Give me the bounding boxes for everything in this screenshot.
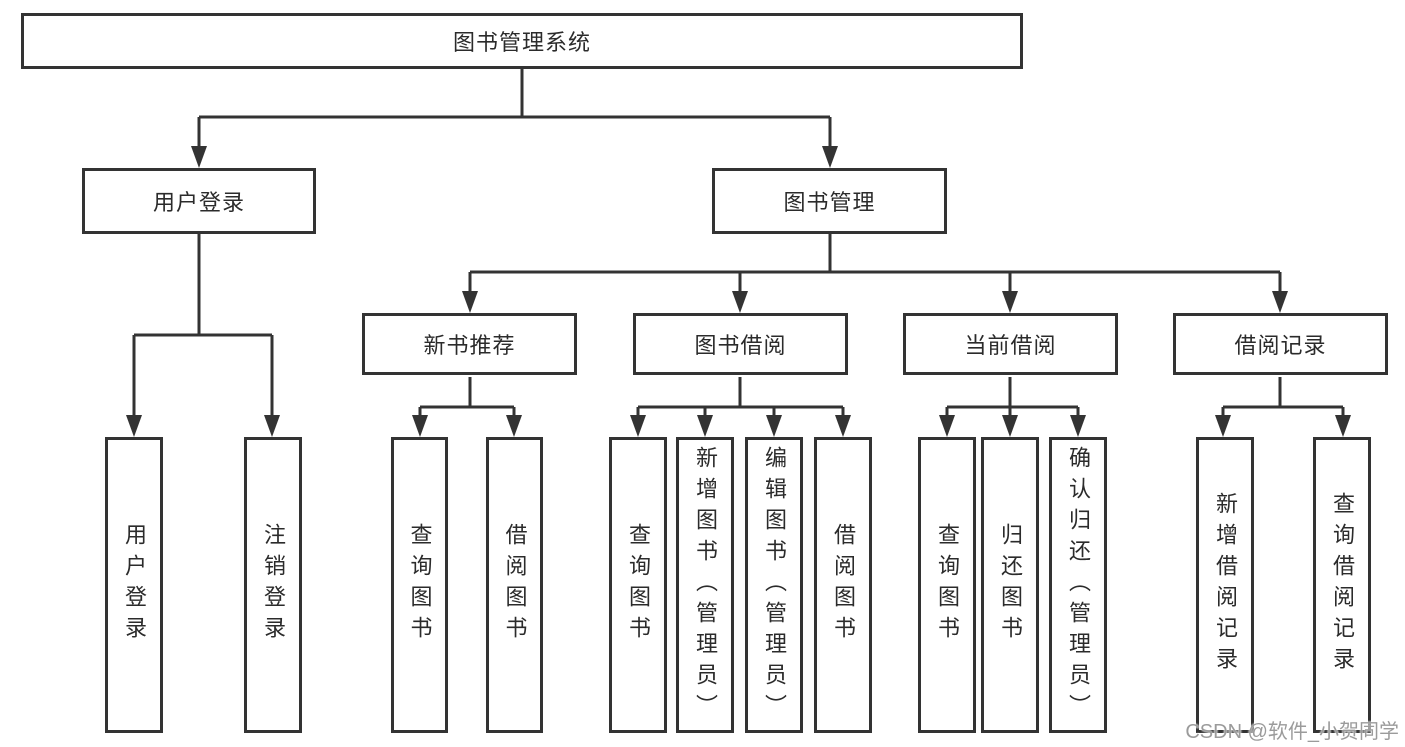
leaf-logout-label: 注销登录 [261,523,286,647]
arrowhead-icon [126,415,142,437]
leaf-edit-books-admin: 编辑图书（管理员） [745,437,803,733]
arrowhead-icon [191,146,207,168]
arrowhead-icon [630,415,646,437]
leaf-query-books-borrow: 查询图书 [609,437,667,733]
arrowhead-icon [1272,291,1288,313]
arrowhead-icon [462,291,478,313]
arrowhead-icon [1335,415,1351,437]
node-book-management: 图书管理 [712,168,947,234]
connector-path [132,69,1345,419]
node-user-login: 用户登录 [82,168,316,234]
node-user-login-label: 用户登录 [152,190,245,215]
leaf-confirm-return-admin: 确认归还（管理员） [1049,437,1107,733]
arrowhead-icon [822,146,838,168]
leaf-query-books-recommend-label: 查询图书 [407,523,433,647]
arrowhead-icon [264,415,280,437]
arrowhead-icon [939,415,955,437]
leaf-add-books-admin: 新增图书（管理员） [676,437,734,733]
leaf-borrow-books-label: 借阅图书 [831,523,856,647]
node-borrow-records: 借阅记录 [1173,313,1388,375]
leaf-query-books-recommend: 查询图书 [391,437,448,733]
csdn-watermark: CSDN @软件_小贺同学 [1185,721,1399,743]
leaf-query-books-current-label: 查询图书 [935,523,960,647]
arrowhead-icon [1002,415,1018,437]
leaf-add-borrow-record-label: 新增借阅记录 [1213,492,1238,678]
leaf-user-login: 用户登录 [105,437,163,733]
leaf-add-books-admin-label: 新增图书（管理员） [693,445,718,725]
leaf-edit-books-admin-label: 编辑图书（管理员） [762,445,787,725]
leaf-return-books: 归还图书 [981,437,1039,733]
leaf-add-borrow-record: 新增借阅记录 [1196,437,1254,733]
leaf-borrow-books: 借阅图书 [814,437,872,733]
node-current-borrow: 当前借阅 [903,313,1118,375]
leaf-user-login-label: 用户登录 [122,523,147,647]
arrowhead-icon [766,415,782,437]
node-root-label: 图书管理系统 [452,30,591,55]
node-current-borrow-label: 当前借阅 [964,333,1057,358]
arrowheads [126,146,1351,437]
node-new-book-recommend: 新书推荐 [362,313,577,375]
leaf-query-borrow-record: 查询借阅记录 [1313,437,1371,733]
arrowhead-icon [732,291,748,313]
leaf-query-borrow-record-label: 查询借阅记录 [1330,492,1355,678]
leaf-logout: 注销登录 [244,437,302,733]
arrowhead-icon [506,415,522,437]
node-root: 图书管理系统 [21,13,1023,69]
node-book-borrow-label: 图书借阅 [694,333,787,358]
node-book-borrow: 图书借阅 [633,313,848,375]
arrowhead-icon [1070,415,1086,437]
leaf-borrow-books-recommend-label: 借阅图书 [502,523,528,647]
node-new-book-recommend-label: 新书推荐 [423,333,516,358]
arrowhead-icon [835,415,851,437]
node-book-management-label: 图书管理 [783,190,876,215]
leaf-return-books-label: 归还图书 [998,523,1023,647]
node-borrow-records-label: 借阅记录 [1234,333,1327,358]
arrowhead-icon [412,415,428,437]
leaf-query-books-current: 查询图书 [918,437,976,733]
arrowhead-icon [697,415,713,437]
arrowhead-icon [1215,415,1231,437]
arrowhead-icon [1002,291,1018,313]
leaf-query-books-borrow-label: 查询图书 [626,523,651,647]
leaf-borrow-books-recommend: 借阅图书 [486,437,543,733]
leaf-confirm-return-admin-label: 确认归还（管理员） [1066,445,1091,725]
